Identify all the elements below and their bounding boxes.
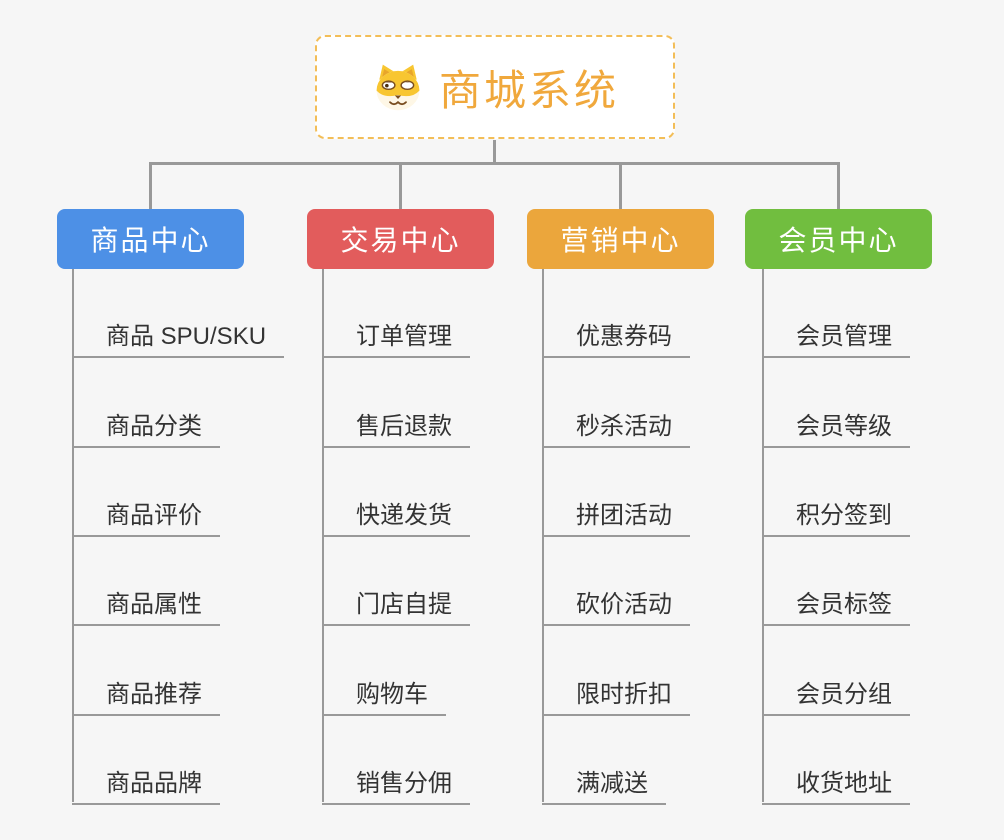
shiba-dog-icon xyxy=(371,62,425,112)
leaf-node-product-review[interactable]: 商品评价 xyxy=(72,488,220,537)
branch-node-trade-center[interactable]: 交易中心 xyxy=(307,209,494,269)
leaf-node-product-spu-sku[interactable]: 商品 SPU/SKU xyxy=(72,309,285,358)
leaf-node-product-brand[interactable]: 商品品牌 xyxy=(72,756,220,805)
leaf-node-express-delivery[interactable]: 快递发货 xyxy=(322,488,470,537)
leaf-node-member-management[interactable]: 会员管理 xyxy=(762,309,910,358)
connector-drop-3 xyxy=(619,162,622,209)
leaf-node-aftersale-refund[interactable]: 售后退款 xyxy=(322,399,470,448)
leaf-node-product-category[interactable]: 商品分类 xyxy=(72,399,220,448)
branch-node-product-center[interactable]: 商品中心 xyxy=(57,209,244,269)
connector-drop-4 xyxy=(837,162,840,209)
connector-drop-1 xyxy=(149,162,152,209)
leaf-node-full-reduction[interactable]: 满减送 xyxy=(542,756,666,805)
leaf-node-order-management[interactable]: 订单管理 xyxy=(322,309,470,358)
branch-node-marketing-center[interactable]: 营销中心 xyxy=(527,209,714,269)
branch-node-member-center[interactable]: 会员中心 xyxy=(745,209,932,269)
leaf-node-group-buy[interactable]: 拼团活动 xyxy=(542,488,690,537)
leaf-node-product-attribute[interactable]: 商品属性 xyxy=(72,577,220,626)
leaf-node-store-pickup[interactable]: 门店自提 xyxy=(322,577,470,626)
leaf-node-limited-time-discount[interactable]: 限时折扣 xyxy=(542,667,690,716)
leaf-node-sales-commission[interactable]: 销售分佣 xyxy=(322,756,470,805)
root-node-title: 商城系统 xyxy=(438,66,619,114)
leaf-node-member-level[interactable]: 会员等级 xyxy=(762,399,910,448)
connector-drop-2 xyxy=(399,162,402,209)
leaf-node-product-recommend[interactable]: 商品推荐 xyxy=(72,667,220,716)
leaf-node-shipping-address[interactable]: 收货地址 xyxy=(762,756,910,805)
leaf-node-flash-sale[interactable]: 秒杀活动 xyxy=(542,399,690,448)
leaf-node-points-checkin[interactable]: 积分签到 xyxy=(762,488,910,537)
connector-horizontal-bar xyxy=(149,162,840,165)
leaf-node-shopping-cart[interactable]: 购物车 xyxy=(322,667,446,716)
leaf-node-coupon-code[interactable]: 优惠券码 xyxy=(542,309,690,358)
connector-root-stub xyxy=(493,140,496,162)
leaf-node-member-tag[interactable]: 会员标签 xyxy=(762,577,910,626)
root-node-mall-system[interactable]: 商城系统 xyxy=(315,35,675,139)
leaf-node-member-group[interactable]: 会员分组 xyxy=(762,667,910,716)
leaf-node-bargain-activity[interactable]: 砍价活动 xyxy=(542,577,690,626)
